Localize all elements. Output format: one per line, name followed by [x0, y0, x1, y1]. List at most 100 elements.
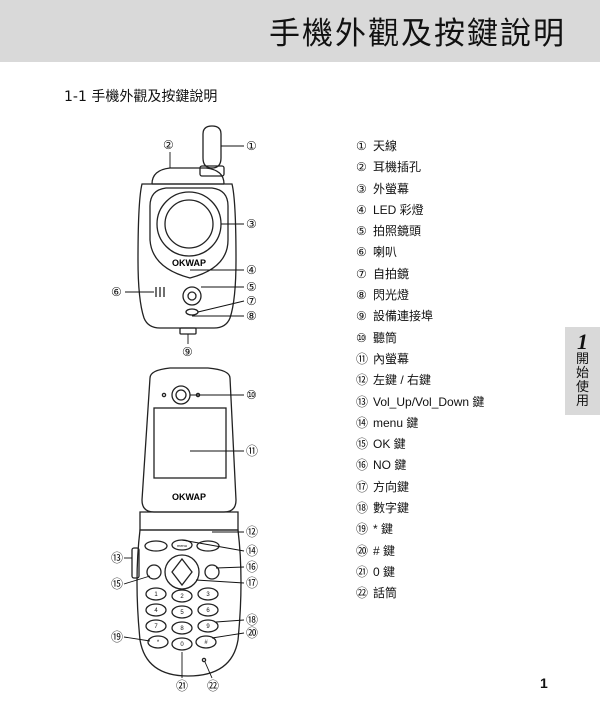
callout-16: ⑯: [246, 560, 258, 574]
legend-text: 耳機插孔: [373, 160, 422, 175]
legend-text: # 鍵: [373, 543, 396, 558]
legend-text: 天線: [373, 139, 398, 153]
key-star: *: [157, 640, 160, 646]
right-soft-key: [196, 540, 220, 552]
key-2: 2: [180, 594, 184, 600]
legend-item: ④ LED 彩燈: [356, 200, 526, 221]
legend-number: ④: [356, 202, 367, 217]
legend-number: ⑥: [356, 245, 367, 260]
legend-text: menu 鍵: [373, 415, 419, 430]
legend-number: ⑰: [356, 479, 369, 494]
legend-number: ㉑: [356, 564, 369, 579]
flip-lower: [136, 529, 242, 677]
legend-item: ⑰ 方向鍵: [356, 477, 526, 498]
callout-21: ㉑: [176, 679, 188, 693]
hinge-middle: [139, 511, 239, 531]
section-title: 1-1 手機外觀及按鍵說明: [64, 89, 218, 105]
callout-18: ⑱: [246, 613, 258, 627]
callout-17: ⑰: [246, 576, 258, 590]
self-mirror: [185, 308, 199, 316]
nav-diamond: [171, 557, 193, 587]
callout-19: ⑲: [111, 630, 123, 644]
chapter-char: 始: [575, 366, 589, 381]
legend-text: 話筒: [373, 586, 398, 601]
legend-number: ⑤: [356, 224, 367, 239]
legend-text: LED 彩燈: [373, 202, 424, 217]
legend-number: ⑯: [356, 458, 369, 473]
page-number: 1: [540, 675, 548, 691]
callout-22: ㉒: [207, 679, 219, 693]
callout-7: ⑦: [246, 294, 257, 308]
brand-logo-inner: OKWAP: [172, 492, 206, 502]
chapter-char: 用: [575, 394, 589, 409]
callout-20: ⑳: [246, 626, 258, 640]
legend-item: ② 耳機插孔: [356, 157, 526, 178]
flip-upper: [141, 367, 237, 513]
chapter-char: 開: [575, 352, 589, 367]
outer-screen: [164, 199, 214, 249]
legend-item: ⑧ 閃光燈: [356, 285, 526, 306]
legend-item: ⑳# 鍵: [356, 541, 526, 562]
callout-12: ⑫: [246, 525, 258, 539]
header-bar: 手機外觀及按鍵說明: [0, 0, 600, 62]
callout-1: ①: [246, 139, 257, 153]
key-8: 8: [180, 626, 184, 632]
callout-4: ④: [246, 263, 257, 277]
legend-item: ⑤ 拍照鏡頭: [356, 221, 526, 242]
legend-text: OK 鍵: [373, 437, 406, 452]
legend-text: 聽筒: [373, 330, 398, 345]
legend-text: 拍照鏡頭: [373, 224, 422, 239]
legend-item: ⑲ * 鍵: [356, 519, 526, 540]
key-5: 5: [180, 610, 184, 616]
brand-logo-top: OKWAP: [172, 258, 206, 268]
closed-body: [137, 183, 237, 329]
legend-text: 閃光燈: [373, 288, 410, 303]
menu-key-label: menu: [177, 543, 187, 548]
chapter-char: 使: [575, 380, 589, 395]
legend-item: ⑥ 喇叭: [356, 242, 526, 263]
inner-screen: [153, 407, 227, 479]
legend-number: ⑪: [356, 351, 369, 366]
callout-3: ③: [246, 217, 257, 231]
key-4: 4: [154, 608, 158, 614]
legend-text: Vol_Up/Vol_Down 鍵: [373, 394, 485, 409]
legend-number: ⑫: [356, 373, 369, 388]
legend-item: ⑫ 左鍵 / 右鍵: [356, 370, 526, 391]
key-6: 6: [206, 608, 210, 614]
legend-text: * 鍵: [373, 522, 394, 537]
legend-text: 喇叭: [373, 245, 398, 260]
legend-text: 左鍵 / 右鍵: [373, 373, 432, 388]
legend-text: 方向鍵: [373, 479, 410, 494]
legend-number: ⑩: [356, 330, 367, 345]
key-3: 3: [206, 592, 210, 598]
ok-key-shape: [146, 564, 162, 580]
page-title: 手機外觀及按鍵說明: [269, 16, 566, 52]
legend-number: ⑧: [356, 288, 367, 303]
legend-number: ⑲: [356, 522, 369, 537]
outer-screen-frame: [149, 187, 229, 279]
legend-text: 設備連接埠: [373, 309, 434, 324]
chapter-side-tab: 1 開 始 使 用: [565, 327, 600, 415]
key-0: 0: [180, 642, 184, 648]
legend-number: ②: [356, 160, 367, 175]
callout-5: ⑤: [246, 280, 257, 294]
legend-number: ㉒: [356, 586, 369, 601]
legend-text: 0 鍵: [373, 564, 396, 579]
legend-item: ㉑ 0 鍵: [356, 562, 526, 583]
antenna-shape: [202, 125, 222, 169]
earpiece-ring: [171, 385, 191, 405]
mic-hole: [201, 657, 207, 663]
no-key-shape: [204, 564, 220, 580]
nav-ring: [164, 554, 200, 590]
antenna-base: [199, 165, 225, 177]
key-hash: #: [204, 640, 208, 646]
callout-10: ⑩: [246, 388, 257, 402]
key-9: 9: [206, 624, 210, 630]
callout-8: ⑧: [246, 309, 257, 323]
